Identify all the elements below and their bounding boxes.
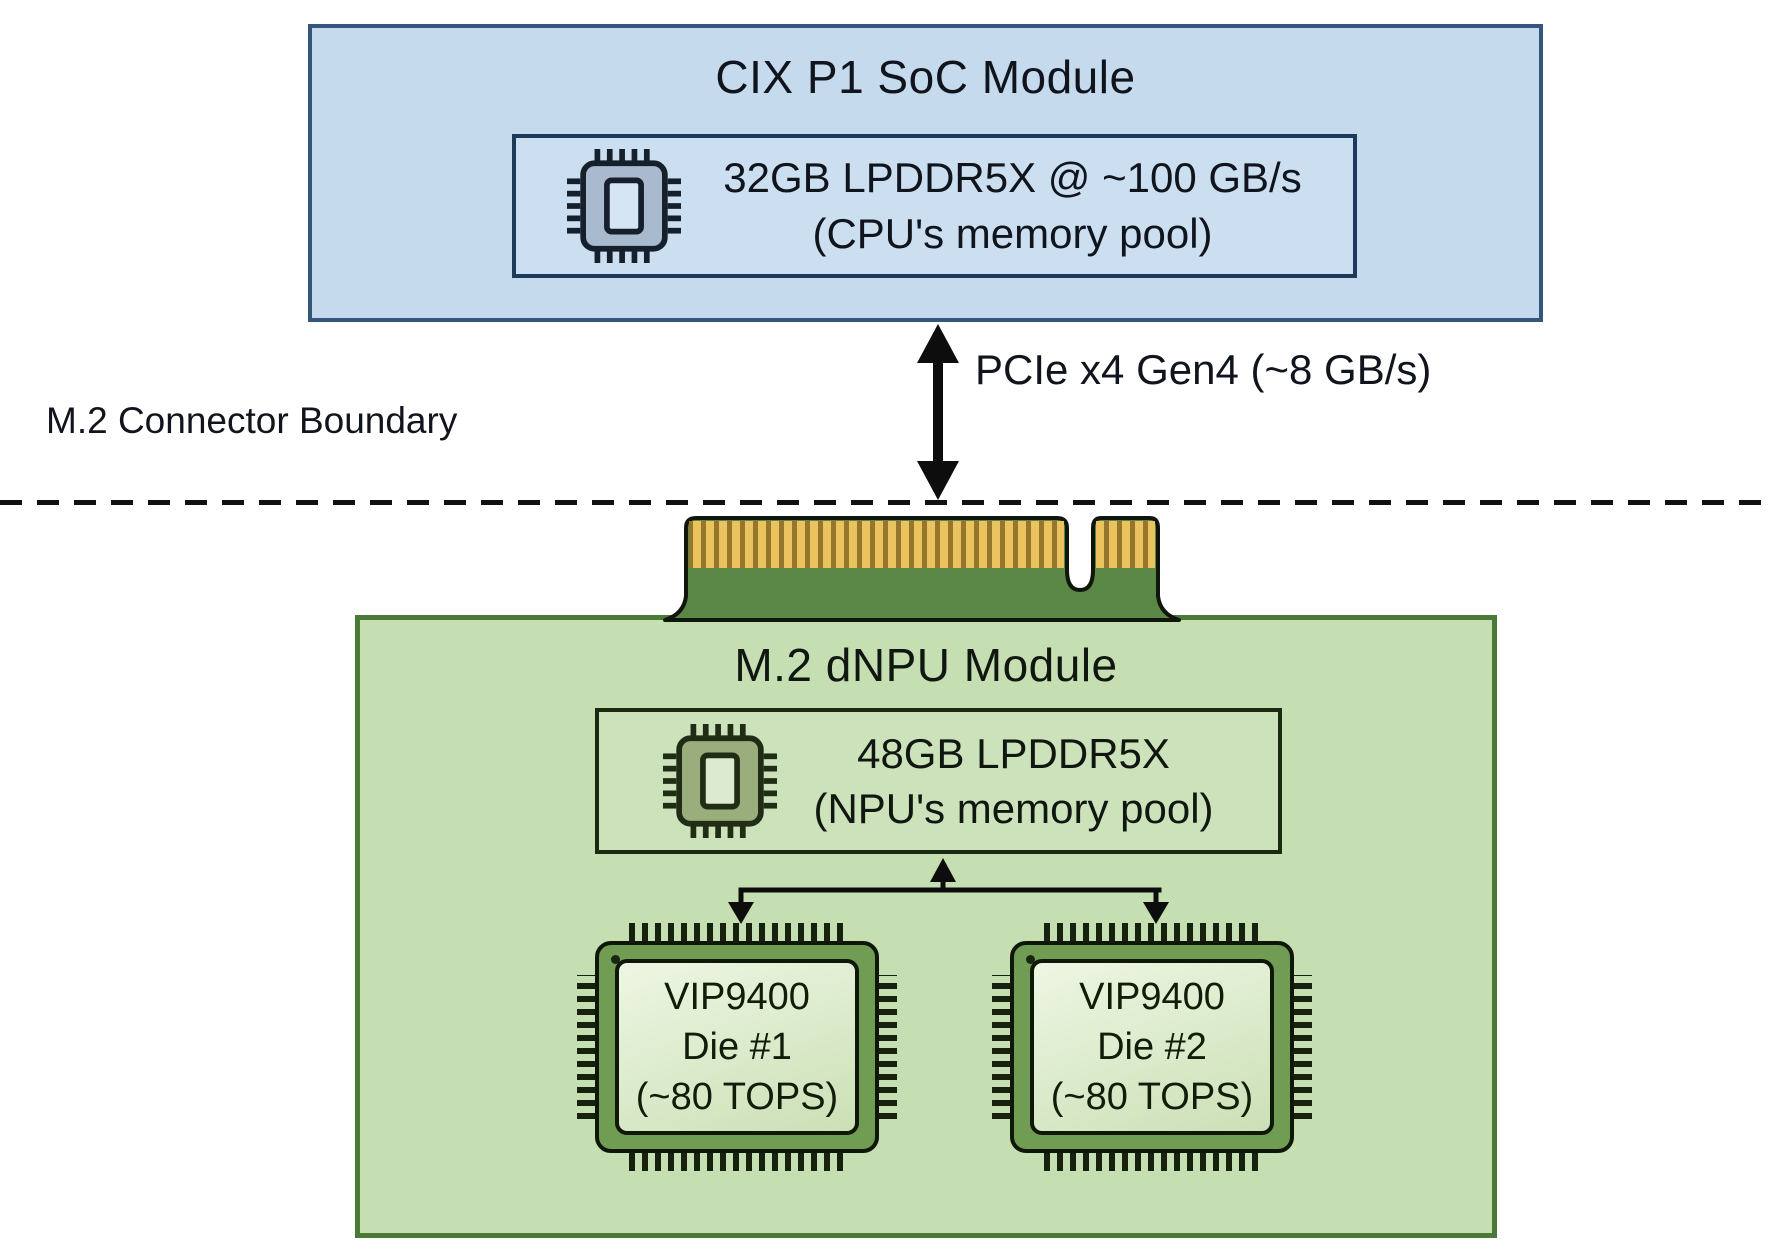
pin1-dot <box>611 955 620 964</box>
boundary-dashed-line <box>0 500 1768 505</box>
soc-module-title: CIX P1 SoC Module <box>715 51 1136 103</box>
die-number: Die #2 <box>1097 1026 1207 1068</box>
die-number: Die #1 <box>682 1026 792 1068</box>
soc-memory-box: 32GB LPDDR5X @ ~100 GB/s (CPU's memory p… <box>512 134 1357 278</box>
die-pins-left <box>577 975 597 1119</box>
memory-to-dies-arrows <box>728 858 1169 924</box>
die-body: VIP9400 Die #1 (~80 TOPS) <box>595 941 879 1153</box>
pcie-link-label: PCIe x4 Gen4 (~8 GB/s) <box>975 346 1432 393</box>
npu-memory-label: 48GB LPDDR5X (NPU's memory pool) <box>813 726 1213 836</box>
die-perf: (~80 TOPS) <box>635 1076 839 1118</box>
die-pins-right <box>1292 975 1312 1119</box>
npu-die-2: VIP9400 Die #2 (~80 TOPS) <box>992 923 1312 1171</box>
m2-edge-connector <box>663 516 1181 622</box>
die-perf: (~80 TOPS) <box>1050 1076 1254 1118</box>
npu-memory-line2: (NPU's memory pool) <box>813 785 1214 832</box>
soc-memory-line2: (CPU's memory pool) <box>812 210 1213 257</box>
npu-module-box: M.2 dNPU Module 48GB LPDDR5X (NPU's memo… <box>355 615 1497 1238</box>
boundary-label: M.2 Connector Boundary <box>46 400 458 441</box>
npu-memory-box: 48GB LPDDR5X (NPU's memory pool) <box>595 708 1282 854</box>
die-pins-left <box>992 975 1012 1119</box>
soc-module-box: CIX P1 SoC Module 32GB LPDDR5X @ ~100 GB… <box>308 24 1543 322</box>
memory-chip-icon <box>567 149 682 263</box>
die-name: VIP9400 <box>664 976 810 1018</box>
soc-memory-line1: 32GB LPDDR5X @ ~100 GB/s <box>723 154 1302 201</box>
npu-module-title: M.2 dNPU Module <box>734 639 1118 691</box>
die-body: VIP9400 Die #2 (~80 TOPS) <box>1010 941 1294 1153</box>
soc-memory-label: 32GB LPDDR5X @ ~100 GB/s (CPU's memory p… <box>723 150 1301 262</box>
memory-chip-icon <box>663 724 778 838</box>
die-pins-top <box>629 923 845 943</box>
die-pins-right <box>877 975 897 1119</box>
die-face: VIP9400 Die #2 (~80 TOPS) <box>1030 959 1274 1135</box>
die-name: VIP9400 <box>1079 976 1225 1018</box>
pin1-dot <box>1026 955 1035 964</box>
die-pins-bottom <box>1044 1151 1260 1171</box>
die-pins-top <box>1044 923 1260 943</box>
double-headed-arrow-icon <box>917 324 959 500</box>
die-face: VIP9400 Die #1 (~80 TOPS) <box>615 959 859 1135</box>
npu-memory-line1: 48GB LPDDR5X <box>857 730 1170 777</box>
npu-die-1: VIP9400 Die #1 (~80 TOPS) <box>577 923 897 1171</box>
die-pins-bottom <box>629 1151 845 1171</box>
